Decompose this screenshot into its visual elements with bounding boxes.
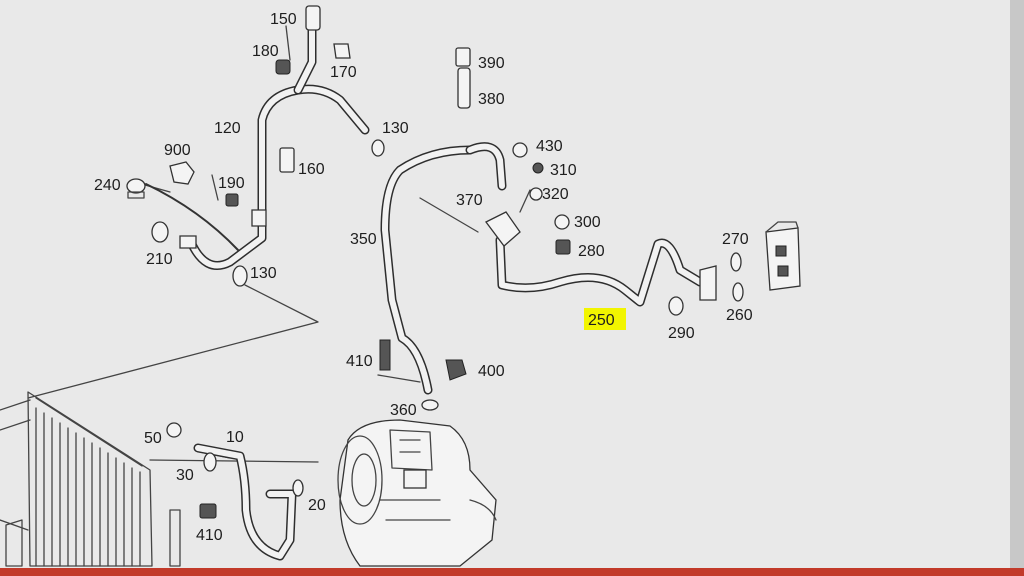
part-410a: [379, 339, 391, 371]
label-370: 370: [456, 192, 483, 209]
part-130a: [371, 139, 385, 157]
part-370: [485, 211, 521, 247]
part-430: [512, 142, 528, 158]
label-350: 350: [350, 231, 377, 248]
label-410-upper: 410: [346, 353, 373, 370]
callout-labels: 150 180 170 390 380 120 130 430 900 160 …: [94, 11, 753, 544]
label-240: 240: [94, 177, 121, 194]
label-250-highlight: [584, 308, 626, 330]
part-380: [457, 67, 471, 109]
label-180: 180: [252, 43, 279, 60]
part-290: [668, 296, 684, 316]
label-360: 360: [390, 402, 417, 419]
hose-120: [126, 5, 385, 287]
part-280: [555, 239, 571, 255]
part-300: [554, 214, 570, 230]
part-160: [279, 147, 295, 173]
part-240: [126, 178, 146, 194]
hose-250: [485, 142, 801, 316]
label-900: 900: [164, 142, 191, 159]
label-290: 290: [668, 325, 695, 342]
label-320: 320: [542, 186, 569, 203]
label-400: 400: [478, 363, 505, 380]
part-390: [455, 47, 471, 67]
hose-350: [379, 47, 507, 411]
label-300: 300: [574, 214, 601, 231]
label-410-lower: 410: [196, 527, 223, 544]
compressor: [337, 419, 497, 567]
part-170: [333, 43, 351, 59]
label-310: 310: [550, 162, 577, 179]
label-10: 10: [226, 429, 244, 446]
label-260: 260: [726, 307, 753, 324]
label-20: 20: [308, 497, 326, 514]
part-190: [225, 193, 239, 207]
part-900: [169, 161, 195, 185]
part-260: [732, 282, 744, 302]
part-210: [151, 221, 169, 243]
part-410b: [199, 503, 217, 519]
label-50: 50: [144, 430, 162, 447]
label-130-upper: 130: [382, 120, 409, 137]
part-20: [292, 479, 304, 497]
part-400: [445, 359, 467, 381]
label-170: 170: [330, 64, 357, 81]
part-180: [275, 59, 291, 75]
label-130-lower: 130: [250, 265, 277, 282]
label-430: 430: [536, 138, 563, 155]
part-270: [730, 252, 742, 272]
label-210: 210: [146, 251, 173, 268]
monitor-bezel-bottom: [0, 568, 1024, 576]
monitor-bezel-right: [1010, 0, 1024, 576]
condenser: [0, 391, 181, 567]
part-310: [532, 162, 544, 174]
label-390: 390: [478, 55, 505, 72]
part-130b: [232, 265, 248, 287]
label-270: 270: [722, 231, 749, 248]
part-320: [529, 187, 543, 201]
label-160: 160: [298, 161, 325, 178]
label-380: 380: [478, 91, 505, 108]
label-190: 190: [218, 175, 245, 192]
label-120: 120: [214, 120, 241, 137]
part-50: [166, 422, 182, 438]
part-150: [305, 5, 321, 31]
hose-10: [166, 422, 304, 561]
label-150: 150: [270, 11, 297, 28]
part-360: [421, 399, 439, 411]
label-250: 250: [588, 312, 615, 329]
label-30: 30: [176, 467, 194, 484]
label-280: 280: [578, 243, 605, 260]
expansion-valve: [765, 227, 801, 291]
part-30: [203, 452, 217, 472]
